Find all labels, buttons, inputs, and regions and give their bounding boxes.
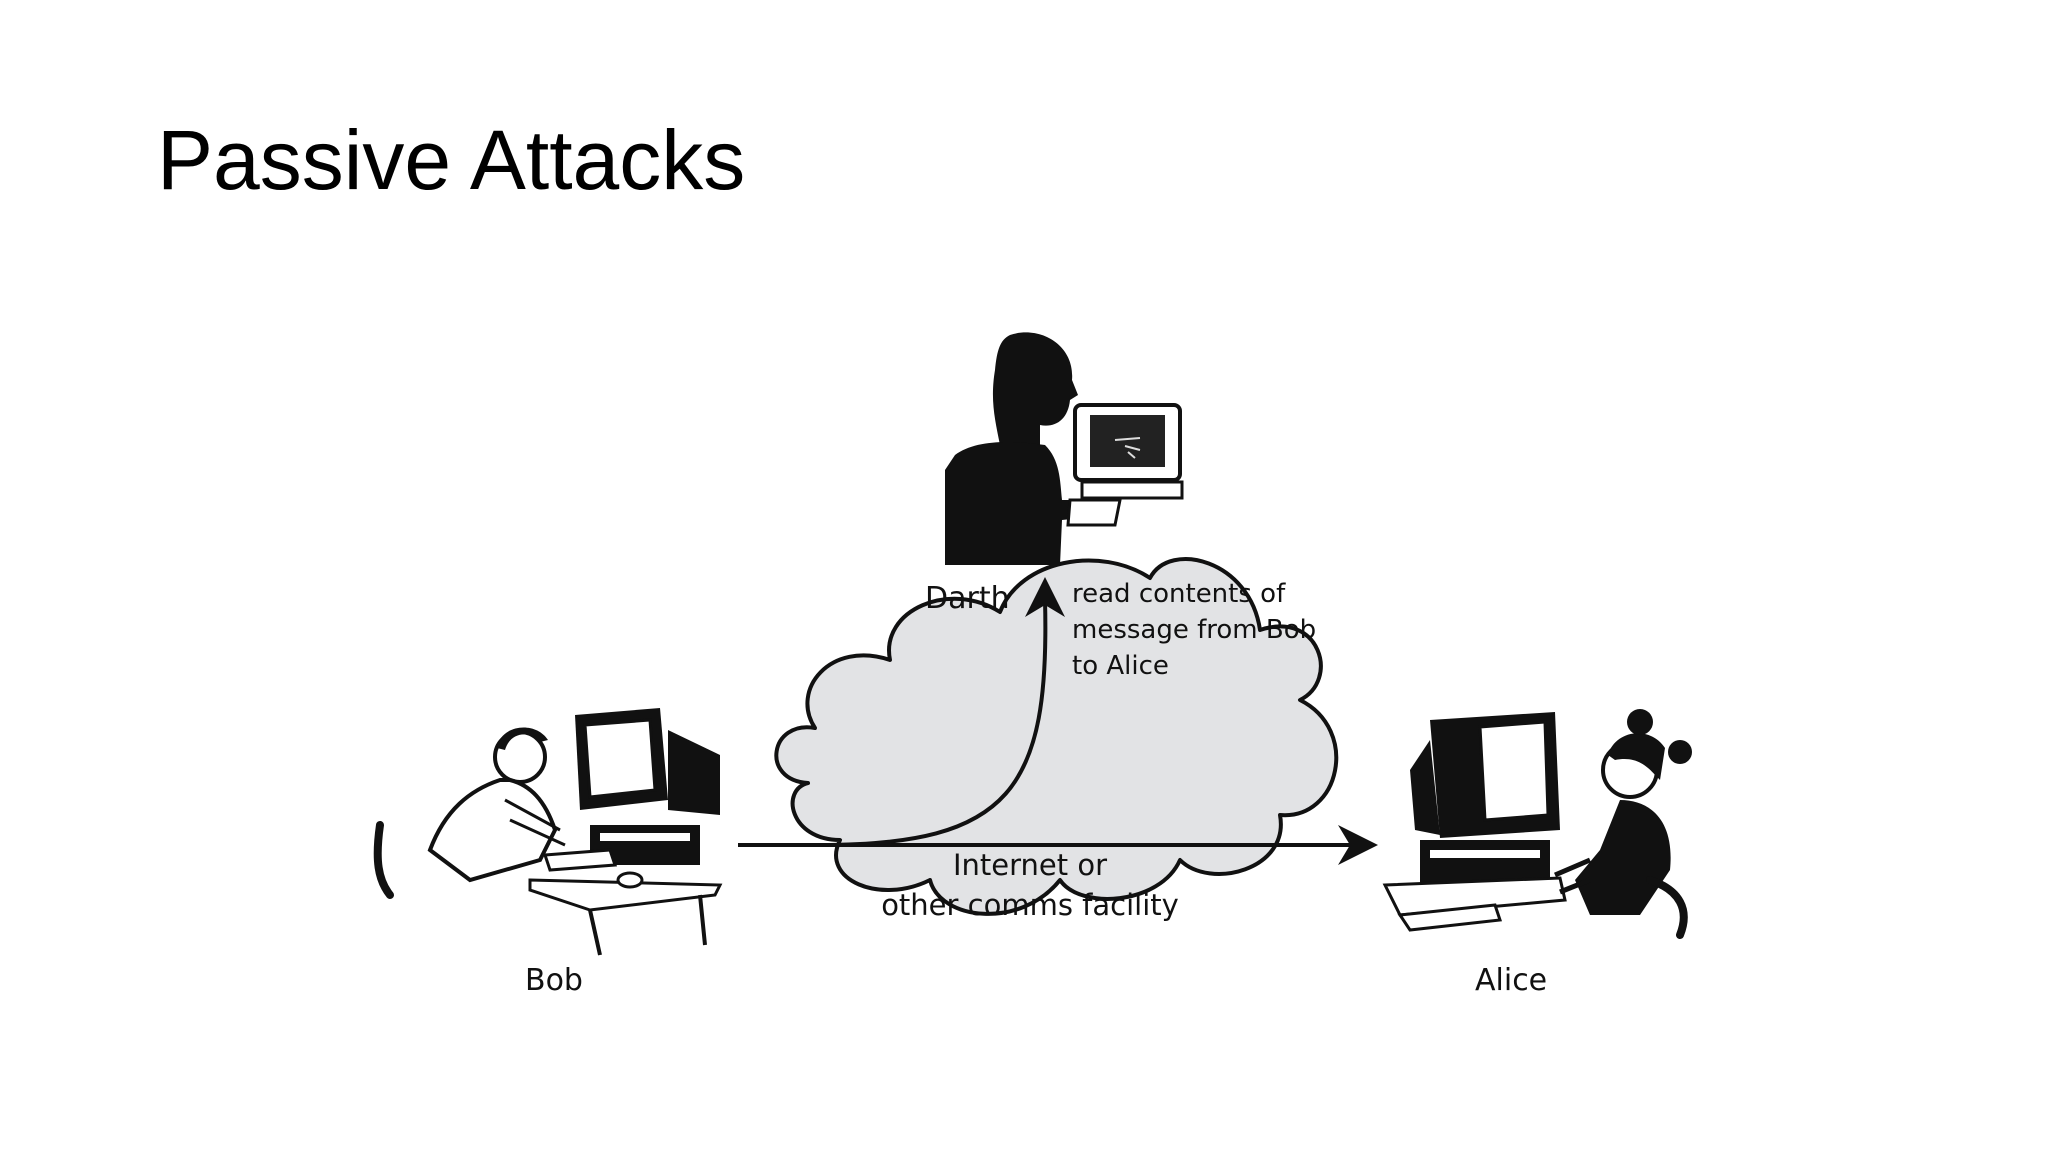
alice-figure: Alice [1382,709,1692,998]
cloud-label-line-2: other comms facility [881,888,1179,922]
darth-label: Darth [925,581,1010,616]
cloud-shape [774,557,1339,916]
bob-figure: Bob [373,708,723,998]
annotation-line-2: message from Bob [1072,615,1316,645]
annotation-line-1: read contents of [1072,579,1286,609]
internet-cloud: Internet or other comms facility [774,557,1339,922]
bob-label: Bob [525,963,583,998]
cloud-label-line-1: Internet or [953,848,1107,882]
intercept-annotation: read contents of message from Bob to Ali… [1072,579,1316,681]
slide-title: Passive Attacks [157,113,746,207]
alice-label: Alice [1475,963,1547,998]
annotation-line-3: to Alice [1072,651,1169,681]
intercept-curve [819,590,1048,847]
darth-figure: Darth [925,332,1184,616]
